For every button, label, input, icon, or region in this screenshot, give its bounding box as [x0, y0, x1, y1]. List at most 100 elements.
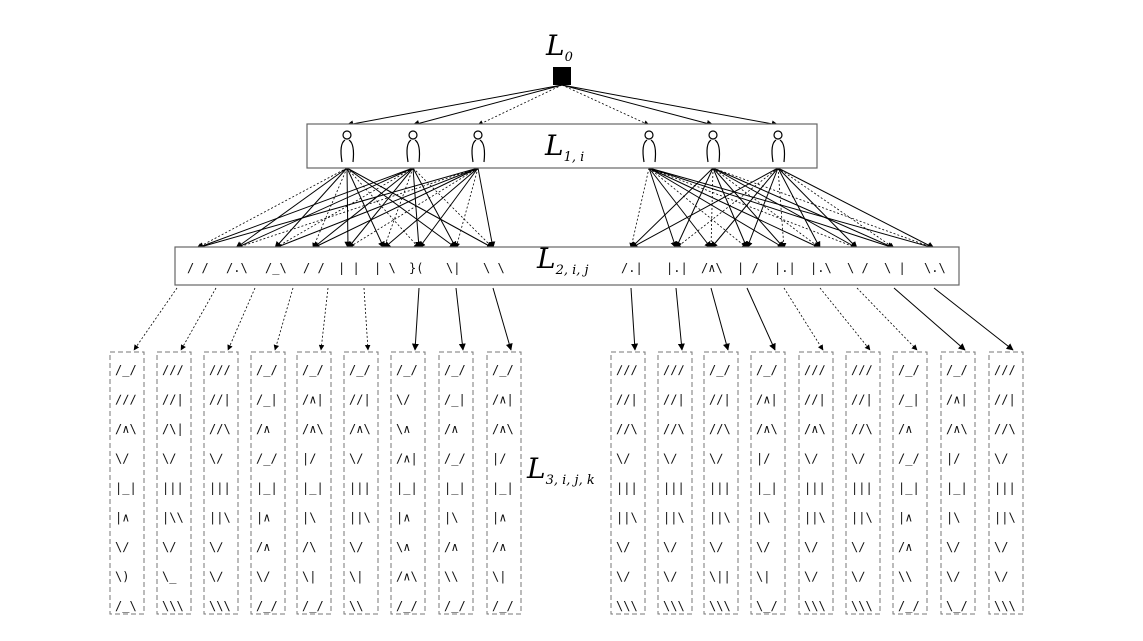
level-3-part: /∧\: [349, 422, 371, 436]
level-1-label: L1, i: [544, 129, 584, 165]
edge-l2-to-l3-16: [893, 287, 966, 351]
level-3-part: //\: [209, 422, 231, 436]
level-3-column-box: [486, 351, 522, 615]
level-3-part: /∧|: [946, 393, 968, 407]
level-3-part: /∧\: [492, 422, 514, 436]
level-3-column-box: [343, 351, 379, 615]
level-2-part-15: \ /: [847, 261, 869, 275]
level-3-part: /∧: [492, 540, 506, 554]
level-3-part: \\: [898, 570, 912, 584]
edge-l1-to-l2: [648, 167, 821, 249]
level-3-part: ||\: [851, 511, 873, 525]
edge-l1-to-l2: [675, 167, 779, 249]
level-3-part: \∕: [709, 540, 723, 554]
level-2-part-6: }(: [409, 261, 423, 275]
level-3-part: \/: [756, 540, 770, 554]
level-3-part: \/: [162, 452, 176, 466]
edge-root-to-l1-2: [477, 84, 563, 126]
level-3-part: \∕: [663, 570, 677, 584]
level-3-part: /_/: [256, 452, 278, 466]
level-3-part: |||: [804, 481, 826, 495]
level-3-part: \|: [492, 570, 506, 584]
edge-l1-to-l2: [630, 167, 714, 249]
level-3-part: //|: [804, 393, 826, 407]
edge-l2-to-l3-0: [133, 287, 178, 351]
edge-l1-to-l2: [648, 167, 895, 250]
level-3-part: /_|: [256, 393, 278, 407]
edge-l1-to-l2: [196, 167, 348, 249]
edge-l1-to-l2: [418, 167, 479, 249]
level-3-part: /∧\: [115, 422, 137, 436]
level-2-part-3: / /: [303, 261, 325, 275]
edge-l2-to-l3-4: [318, 287, 329, 351]
level-3-part: /∧|: [396, 452, 418, 466]
level-3-part: |_|: [302, 481, 324, 495]
level-3-part: /_/: [946, 363, 968, 377]
edge-l1-to-l2: [712, 167, 858, 249]
edge-l1-to-l2: [630, 167, 779, 249]
level-3-part: /_/: [709, 363, 731, 377]
level-3-column-box: [657, 351, 693, 615]
edge-l1-to-l2: [629, 167, 650, 249]
level-3-part: \|: [349, 570, 363, 584]
level-3-part: |\: [756, 511, 770, 525]
level-3-label: L3, i, j, k: [526, 452, 595, 488]
level-2-part-12: | /: [737, 261, 759, 275]
level-3-part: |∧: [396, 511, 410, 525]
level-3-part: |/: [492, 452, 506, 466]
edge-root-to-l1-1: [412, 84, 563, 127]
edge-l2-to-l3-5: [363, 287, 371, 351]
edge-l1-to-l2: [347, 167, 479, 249]
level-3-part: //|: [709, 393, 731, 407]
level-3-part: \\\: [616, 599, 638, 613]
level-3-part: \/: [115, 452, 129, 466]
edge-l1-to-l2: [648, 167, 935, 250]
level-3-part: |||: [663, 481, 685, 495]
edge-l2-to-l3-1: [180, 287, 217, 351]
level-2-glyphs: / //.\/_\/ /| || \}(\|\ \/.||.|/∧\| /|.|…: [187, 261, 946, 275]
edge-l1-to-l2: [383, 167, 479, 249]
edge-l1-to-l2: [346, 167, 385, 249]
level-3-part: \∧: [396, 540, 410, 554]
level-3-part: \∕: [663, 540, 677, 554]
edge-l2-to-l3-14: [819, 287, 871, 351]
edge-l1-to-l2: [708, 167, 714, 249]
level-2-label: L2, i, j: [536, 242, 589, 278]
level-2-part-7: \|: [446, 261, 460, 275]
level-3-part: \/: [994, 452, 1008, 466]
edge-l2-to-l3-17: [933, 287, 1014, 351]
level-3-part: /∧\: [396, 570, 418, 584]
level-3-part: /_\: [115, 599, 137, 613]
level-3-part: /∧: [256, 540, 270, 554]
level-0-label: L0: [545, 29, 573, 65]
level-3-part: /_|: [444, 393, 466, 407]
level-3-part: ||\: [994, 511, 1016, 525]
level-3-column-15: /_//_|/∧/_/|_||∧/∧\\/_/: [892, 351, 928, 615]
level-3-part: ∕∕∕: [663, 363, 685, 377]
level-3-part: //\: [851, 422, 873, 436]
level-3-part: //\: [616, 422, 638, 436]
edge-l2-to-l3-12: [746, 287, 776, 351]
level-3-column-box: [940, 351, 976, 615]
level-3-part: \/: [349, 540, 363, 554]
level-3-column-9: ∕∕∕//|//\\/|||||\\/\∕\\\: [610, 351, 646, 615]
level-3-column-box: [610, 351, 646, 615]
edge-l1-to-l2: [235, 167, 479, 250]
level-3-part: /_/: [444, 363, 466, 377]
level-3-column-box: [798, 351, 834, 615]
level-3-part: |_|: [898, 481, 920, 495]
level-3-part: /∧\: [756, 422, 778, 436]
level-3-part: //\: [994, 422, 1016, 436]
level-3-part: /∧\: [302, 422, 324, 436]
edge-l1-to-l2: [712, 167, 748, 249]
level-3-part: /_/: [115, 363, 137, 377]
level-3-part: |∧: [492, 511, 506, 525]
edge-l1-to-l2: [648, 167, 785, 249]
level-3-part: ||\: [709, 511, 731, 525]
level-3-part: /∧: [256, 422, 270, 436]
edge-l2-to-l3-13: [783, 287, 824, 351]
level-3-part: \_/: [946, 599, 968, 613]
level-2-part-4: | |: [338, 261, 360, 275]
edge-l1-to-l2: [675, 167, 714, 249]
